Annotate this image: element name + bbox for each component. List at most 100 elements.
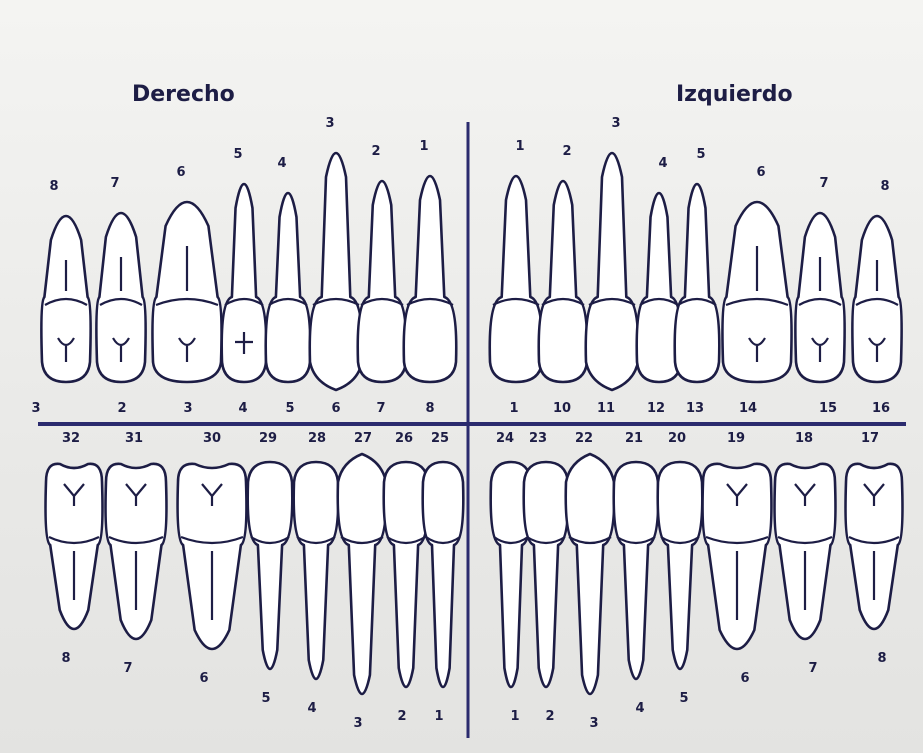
tooth-outline: [539, 181, 588, 382]
upper-tooth: [675, 184, 720, 382]
apex-number: 2: [545, 709, 554, 724]
tooth-number: 4: [238, 401, 247, 416]
lower-tooth: [846, 464, 903, 629]
lower-tooth: [178, 464, 247, 649]
upper-tooth: [96, 213, 145, 382]
lower-tooth: [614, 462, 659, 679]
apex-number: 3: [589, 716, 598, 731]
tooth-number: 14: [739, 401, 757, 416]
apex-number: 3: [611, 116, 620, 131]
apex-number: 6: [199, 671, 208, 686]
tooth-outline: [404, 176, 457, 382]
tooth-number: 10: [553, 401, 571, 416]
tooth-number: 16: [872, 401, 890, 416]
lower-tooth: [294, 462, 339, 679]
apex-number: 3: [353, 716, 362, 731]
apex-number: 7: [819, 176, 828, 191]
label-right-side: Derecho: [132, 82, 235, 107]
tooth-outline: [490, 176, 543, 382]
upper-tooth: [152, 202, 221, 382]
upper-tooth: [722, 202, 791, 382]
upper-tooth: [490, 176, 543, 382]
tooth-number: 28: [308, 431, 326, 446]
apex-number: 8: [880, 179, 889, 194]
apex-number: 5: [261, 691, 270, 706]
tooth-number: 15: [819, 401, 837, 416]
lower-tooth: [46, 464, 103, 629]
upper-tooth: [266, 193, 311, 382]
lower-tooth: [566, 454, 615, 694]
tooth-number: 11: [597, 401, 615, 416]
apex-number: 8: [877, 651, 886, 666]
tooth-outline: [846, 464, 903, 629]
lower-tooth: [338, 454, 387, 694]
tooth-number: 20: [668, 431, 686, 446]
apex-number: 5: [679, 691, 688, 706]
tooth-number: 17: [861, 431, 879, 446]
tooth-outline: [358, 181, 407, 382]
tooth-outline: [248, 462, 293, 669]
tooth-number: 27: [354, 431, 372, 446]
lower-tooth: [106, 464, 167, 639]
tooth-outline: [566, 454, 615, 694]
apex-number: 7: [808, 661, 817, 676]
tooth-number: 7: [376, 401, 385, 416]
upper-tooth: [222, 184, 267, 382]
apex-number: 4: [658, 156, 667, 171]
tooth-number: 3: [31, 401, 40, 416]
tooth-number: 6: [331, 401, 340, 416]
apex-number: 3: [325, 116, 334, 131]
tooth-outline: [310, 153, 363, 390]
apex-number: 5: [233, 147, 242, 162]
quadrant-axes: [38, 122, 906, 738]
tooth-outline: [614, 462, 659, 679]
tooth-number: 13: [686, 401, 704, 416]
apex-number: 4: [277, 156, 286, 171]
apex-number: 5: [696, 147, 705, 162]
label-left-side: Izquierdo: [676, 82, 793, 107]
tooth-number: 22: [575, 431, 593, 446]
apex-number: 6: [176, 165, 185, 180]
apex-number: 6: [740, 671, 749, 686]
upper-tooth: [852, 216, 901, 382]
tooth-number: 29: [259, 431, 277, 446]
lower-tooth: [658, 462, 703, 669]
tooth-number: 8: [425, 401, 434, 416]
tooth-outline: [675, 184, 720, 382]
tooth-outline: [266, 193, 311, 382]
apex-number: 2: [371, 144, 380, 159]
apex-number: 2: [397, 709, 406, 724]
upper-tooth: [539, 181, 588, 382]
apex-number: 4: [307, 701, 316, 716]
tooth-number: 3: [183, 401, 192, 416]
tooth-number: 32: [62, 431, 80, 446]
apex-number: 2: [562, 144, 571, 159]
tooth-number: 26: [395, 431, 413, 446]
tooth-number: 21: [625, 431, 643, 446]
lower-tooth: [703, 464, 772, 649]
lower-tooth: [423, 462, 464, 687]
upper-tooth: [586, 153, 639, 390]
tooth-outline: [658, 462, 703, 669]
lower-tooth: [524, 462, 569, 687]
tooth-number: 23: [529, 431, 547, 446]
tooth-outline: [338, 454, 387, 694]
upper-tooth: [41, 216, 90, 382]
tooth-outline: [524, 462, 569, 687]
tooth-number: 24: [496, 431, 514, 446]
tooth-number: 30: [203, 431, 221, 446]
upper-tooth: [404, 176, 457, 382]
apex-number: 4: [635, 701, 644, 716]
tooth-number: 18: [795, 431, 813, 446]
tooth-number: 5: [285, 401, 294, 416]
tooth-number: 19: [727, 431, 745, 446]
tooth-number: 25: [431, 431, 449, 446]
tooth-outline: [294, 462, 339, 679]
apex-number: 8: [61, 651, 70, 666]
tooth-outline: [423, 462, 464, 687]
upper-tooth: [358, 181, 407, 382]
tooth-number: 31: [125, 431, 143, 446]
apex-number: 7: [123, 661, 132, 676]
tooth-outline: [586, 153, 639, 390]
